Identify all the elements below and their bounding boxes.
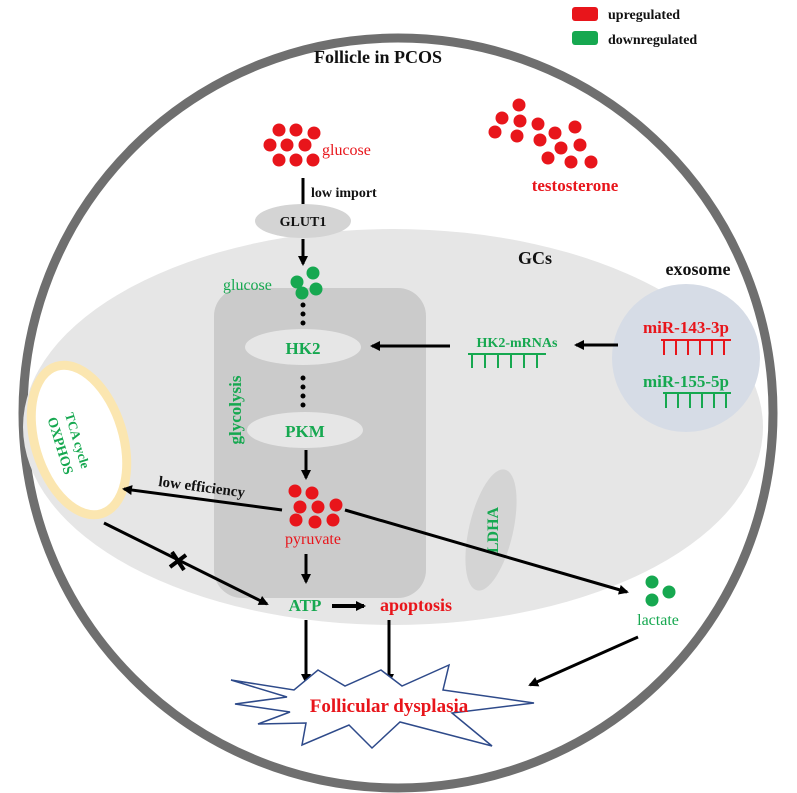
glucose-inside-label: glucose [223, 277, 272, 294]
glut1-transporter [255, 204, 351, 238]
exosome-vesicle [612, 284, 760, 432]
gcs-label: GCs [518, 248, 552, 268]
pathway-dots-lower [300, 375, 306, 408]
glucose-outside-label: glucose [322, 142, 371, 159]
mir143-strand-icon [661, 339, 731, 355]
glucose-inside-dots [290, 266, 323, 300]
follicle-title: Follicle in PCOS [314, 47, 442, 67]
follicular-dysplasia-starburst [230, 663, 535, 750]
lactate-dots [645, 575, 676, 607]
glycolysis-label: glycolysis [226, 375, 245, 444]
blocked-cross-icon [168, 550, 188, 572]
glucose-outside-dots [263, 123, 321, 167]
legend: upregulated downregulated [572, 7, 697, 48]
ldha-label: LDHA [485, 506, 502, 553]
hk2-mrnas-label: HK2-mRNAs [477, 336, 558, 351]
legend-upregulated-swatch [572, 7, 598, 21]
pyruvate-to-mito-arrow [122, 485, 283, 512]
legend-downregulated-label: downregulated [608, 33, 697, 48]
pyruvate-dots [288, 484, 343, 529]
pkm-label: PKM [285, 422, 325, 441]
pkm-enzyme [247, 412, 363, 448]
follicular-dysplasia-label: Follicular dysplasia [310, 696, 469, 717]
hk2-enzyme [245, 329, 361, 365]
pyruvate-label: pyruvate [285, 531, 341, 548]
exosome-label: exosome [666, 259, 731, 279]
hk2-label: HK2 [286, 339, 321, 358]
low-import-label: low import [311, 186, 377, 201]
mito-to-atp-arrow [103, 521, 269, 606]
mir155-strand-icon [663, 392, 731, 408]
pyruvate-to-lactate-arrow [344, 508, 629, 595]
mir143-label: miR-143-3p [643, 318, 729, 337]
apoptosis-label: apoptosis [380, 595, 452, 615]
hk2-mrna-strand-icon [468, 353, 546, 368]
legend-upregulated-label: upregulated [608, 8, 680, 23]
legend-downregulated-swatch [572, 31, 598, 45]
mitochondrion: TCA cycle OXPHOS [26, 360, 132, 520]
lactate-label: lactate [637, 612, 679, 629]
mir155-label: miR-155-5p [643, 372, 729, 391]
testosterone-label: testosterone [532, 176, 619, 195]
glut1-label: GLUT1 [280, 215, 327, 230]
lactate-to-dysplasia-arrow [528, 635, 639, 687]
atp-label: ATP [289, 596, 322, 615]
ldha-enzyme [465, 469, 517, 591]
pathway-dots-upper [300, 302, 306, 326]
testosterone-dots [488, 98, 598, 169]
